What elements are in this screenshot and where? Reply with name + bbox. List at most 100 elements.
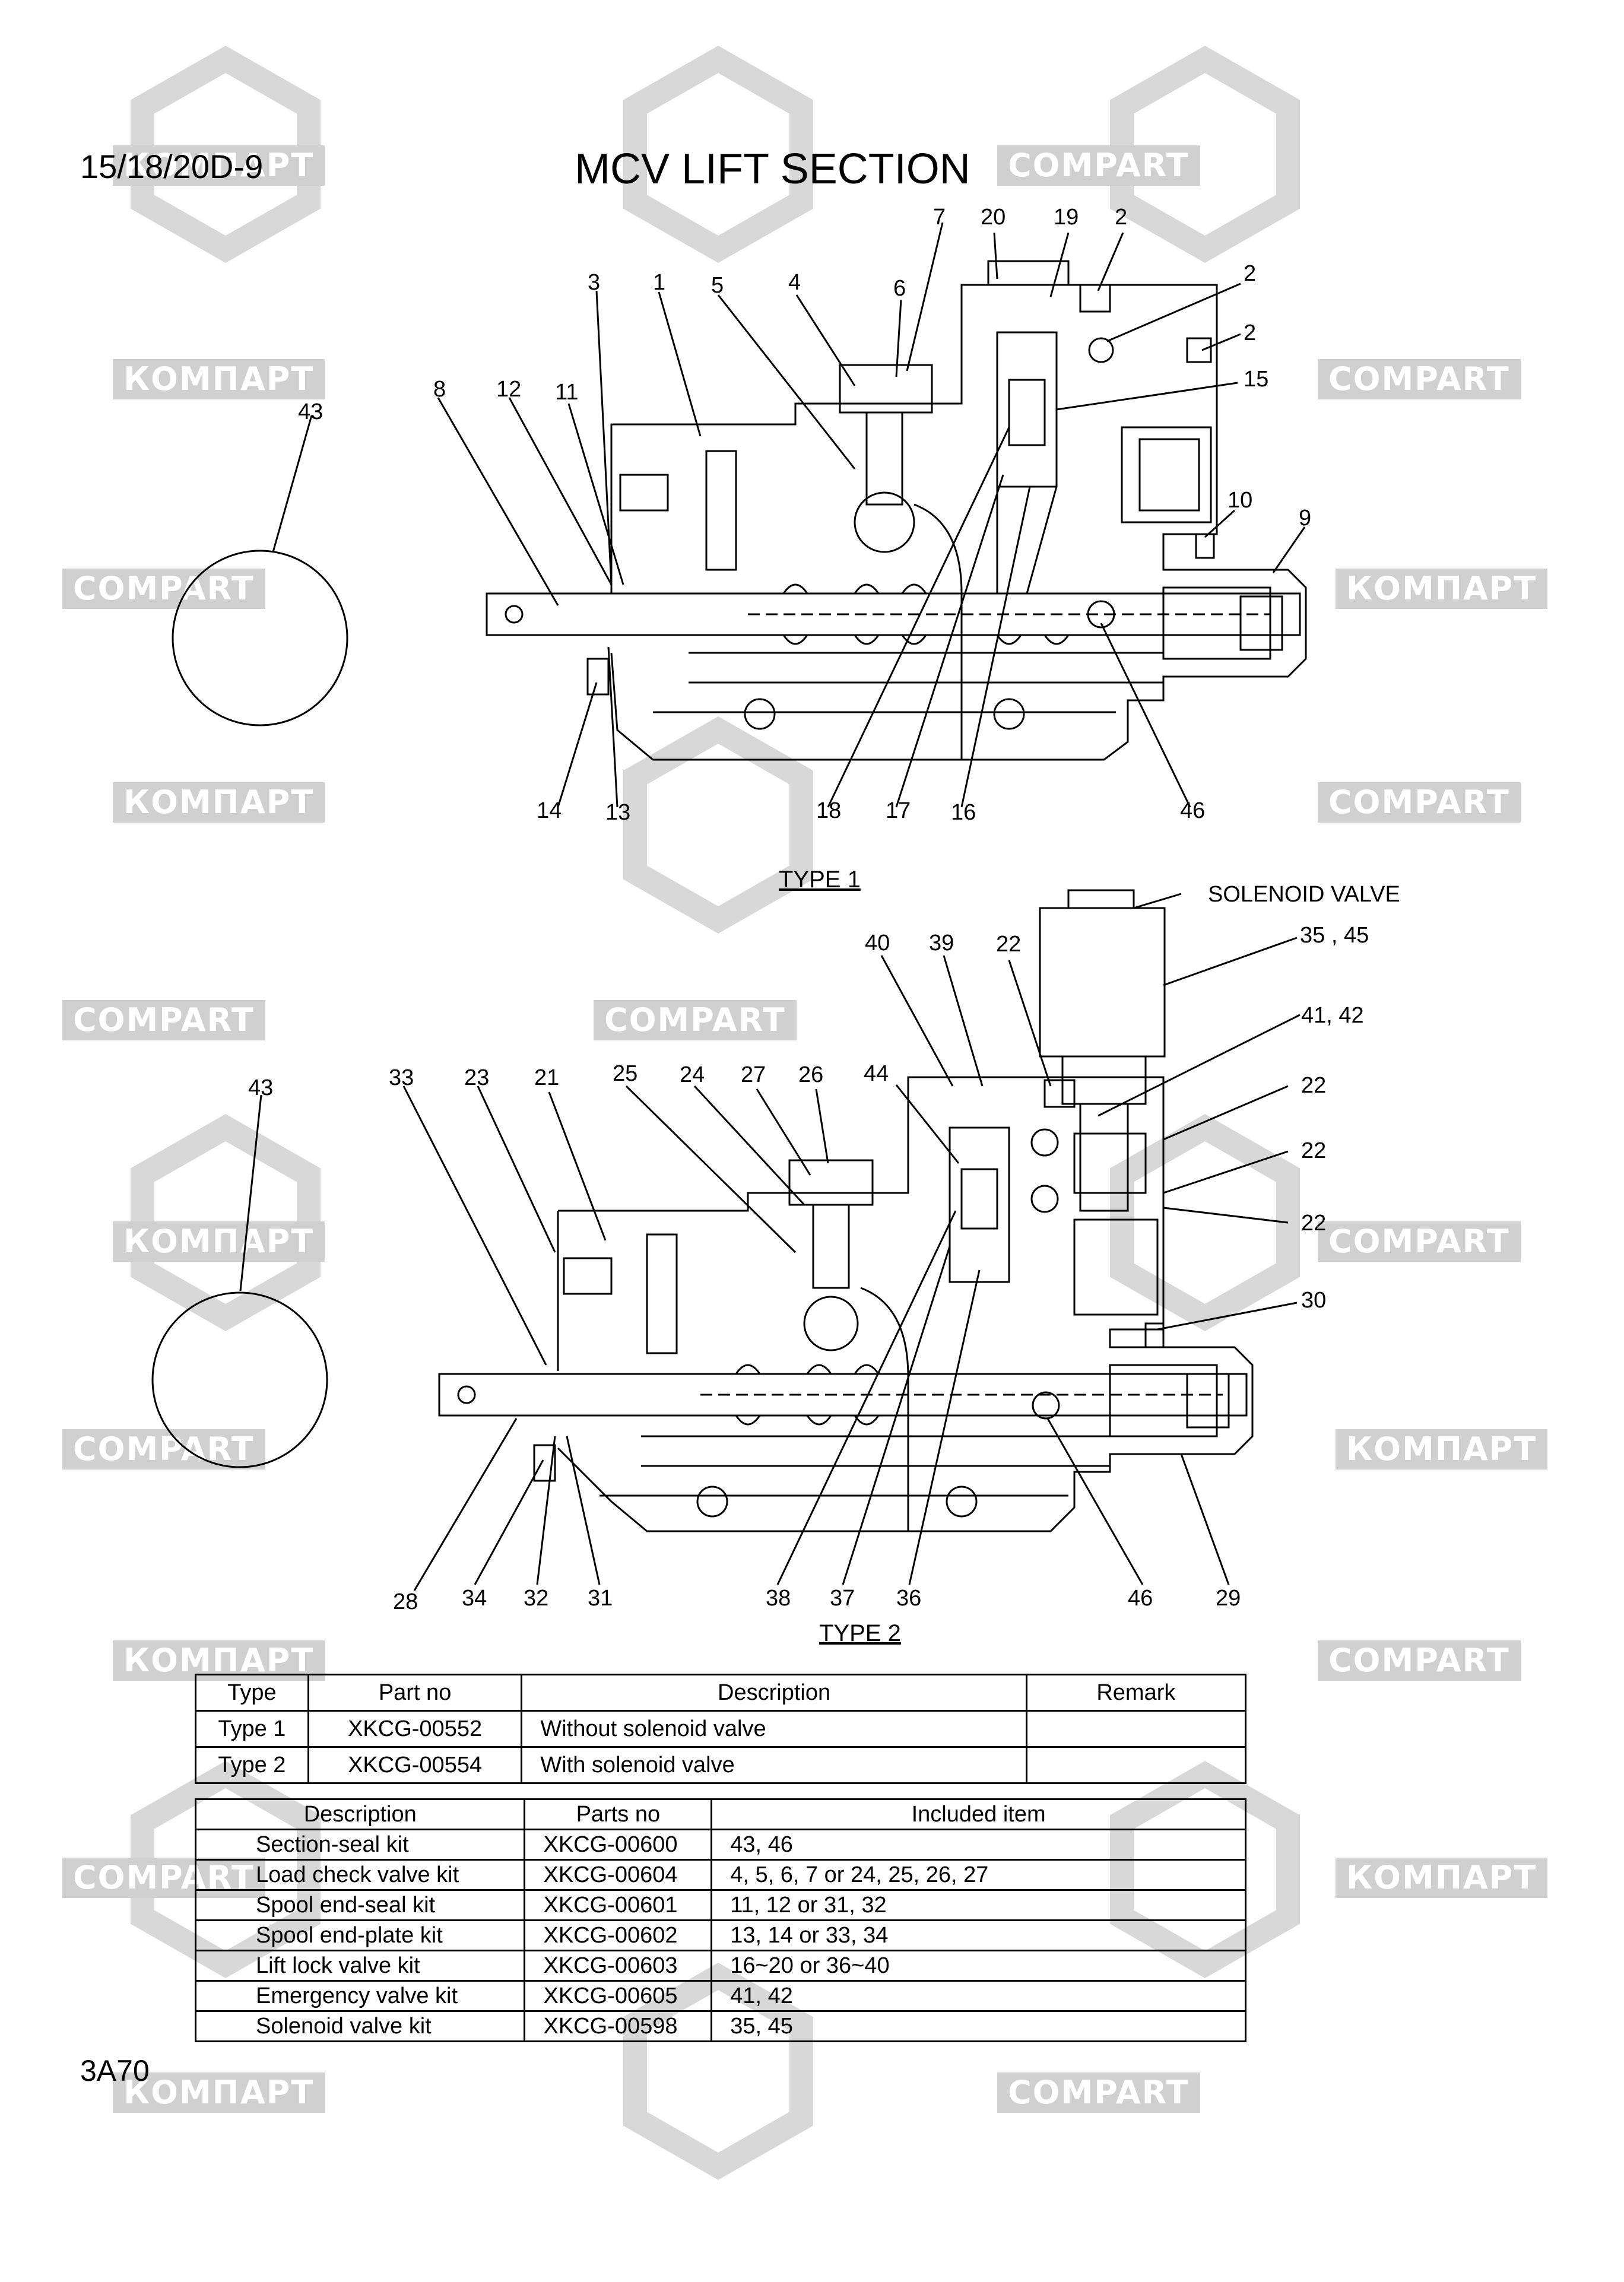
column-header: Description	[521, 1674, 1027, 1712]
table-cell: 43, 46	[710, 1829, 1246, 1861]
model-code: 15/18/20D-9	[80, 148, 264, 185]
callout-25: 25	[613, 1061, 638, 1086]
table-cell: Emergency valve kit	[194, 1980, 526, 2012]
table-row: Type 2 XKCG-00554 With solenoid valve	[195, 1746, 1247, 1784]
table-cell: 4, 5, 6, 7 or 24, 25, 26, 27	[710, 1859, 1246, 1891]
callout-37: 37	[830, 1586, 855, 1611]
solenoid-coil	[1039, 907, 1166, 1058]
table-cell: Without solenoid valve	[521, 1710, 1027, 1748]
callout-43: 43	[298, 399, 323, 424]
column-header: Parts no	[524, 1798, 713, 1830]
callout-29: 29	[1216, 1586, 1241, 1611]
table-row: Emergency valve kit XKCG-00605 41, 42	[194, 1980, 1246, 2012]
watermark-text: КОМПАРТ	[113, 1221, 325, 1262]
table-row: Spool end-plate kit XKCG-00602 13, 14 or…	[194, 1919, 1246, 1951]
table-cell	[1025, 1746, 1247, 1784]
callout-23: 23	[464, 1065, 490, 1090]
callout-27: 27	[741, 1062, 766, 1087]
table-header-row: Type Part no Description Remark	[195, 1674, 1247, 1712]
callout-2: 2	[1115, 205, 1128, 230]
watermark-text: COMPART	[1318, 1221, 1521, 1262]
table-row: Section-seal kit XKCG-00600 43, 46	[194, 1829, 1246, 1861]
table-cell: Section-seal kit	[194, 1829, 526, 1861]
table-cell: XKCG-00601	[524, 1889, 713, 1921]
callout-22: 22	[996, 932, 1022, 957]
callout-46: 46	[1180, 798, 1206, 823]
watermark-text: КОМПАРТ	[113, 359, 325, 399]
type2-label: TYPE 2	[819, 1620, 901, 1646]
kits-table: Description Parts no Included item Secti…	[194, 1798, 1246, 2042]
callout-9: 9	[1299, 506, 1312, 531]
callout-15: 15	[1244, 367, 1269, 392]
types-table: Type Part no Description Remark Type 1 X…	[195, 1674, 1247, 1784]
callout-11: 11	[555, 380, 579, 405]
table-cell: XKCG-00554	[307, 1746, 523, 1784]
callout-2: 2	[1244, 261, 1257, 286]
watermark-text: COMPART	[594, 1000, 797, 1040]
table-header-row: Description Parts no Included item	[194, 1798, 1246, 1830]
callout-40: 40	[865, 931, 890, 956]
callout-4: 4	[788, 270, 801, 295]
callout-5: 5	[711, 273, 724, 298]
page-title: MCV LIFT SECTION	[575, 145, 970, 193]
callout-44: 44	[864, 1061, 889, 1086]
watermark-text: КОМПАРТ	[113, 782, 325, 823]
callout-38: 38	[766, 1586, 791, 1611]
table-cell: XKCG-00604	[524, 1859, 713, 1891]
callout-1: 1	[653, 270, 666, 295]
callout-16: 16	[951, 800, 976, 825]
table-cell: With solenoid valve	[521, 1746, 1027, 1784]
table-cell: 35, 45	[710, 2010, 1246, 2042]
table-cell: Type 2	[195, 1746, 309, 1784]
callout-17: 17	[886, 798, 911, 823]
solenoid-valve-label: SOLENOID VALVE	[1208, 882, 1400, 907]
callout-22: 22	[1301, 1211, 1327, 1236]
callout-3: 3	[588, 270, 601, 295]
table-cell: XKCG-00605	[524, 1980, 713, 2012]
watermark-text: КОМПАРТ	[1336, 1429, 1548, 1470]
callout-21: 21	[534, 1065, 560, 1090]
o-ring-43-type1	[172, 550, 348, 726]
callout-14: 14	[537, 798, 562, 823]
page-code: 3A70	[80, 2054, 150, 2087]
callout-31: 31	[588, 1586, 613, 1611]
table-cell: 41, 42	[710, 1980, 1246, 2012]
callout-24: 24	[680, 1062, 705, 1087]
watermark-text: КОМПАРТ	[1336, 1858, 1548, 1898]
callout-43: 43	[248, 1075, 274, 1100]
table-cell	[1025, 1710, 1247, 1748]
callout-13: 13	[605, 800, 631, 825]
table-cell: Lift lock valve kit	[194, 1950, 526, 1982]
callout-10: 10	[1227, 488, 1253, 513]
callout-36: 36	[896, 1586, 922, 1611]
table-cell: XKCG-00603	[524, 1950, 713, 1982]
callout-12: 12	[496, 377, 522, 402]
callout-6: 6	[893, 276, 906, 301]
callout-2: 2	[1244, 320, 1257, 345]
watermark-text: COMPART	[1318, 782, 1521, 823]
callout-26: 26	[798, 1062, 824, 1087]
type2-drawing	[151, 889, 1301, 1591]
callout-20: 20	[981, 205, 1006, 230]
watermark-text: КОМПАРТ	[113, 145, 325, 186]
watermark-text: КОМПАРТ	[113, 2072, 325, 2113]
callout-7: 7	[933, 205, 946, 230]
watermark-text: COMPART	[62, 1000, 265, 1040]
column-header: Part no	[307, 1674, 523, 1712]
table-row: Solenoid valve kit XKCG-00598 35, 45	[194, 2010, 1246, 2042]
watermark-text: COMPART	[62, 1429, 265, 1470]
table-cell: Spool end-seal kit	[194, 1889, 526, 1921]
table-cell: XKCG-00600	[524, 1829, 713, 1861]
callout-46: 46	[1128, 1586, 1153, 1611]
table-row: Type 1 XKCG-00552 Without solenoid valve	[195, 1710, 1247, 1748]
type1-label: TYPE 1	[779, 867, 861, 893]
callout-34: 34	[462, 1586, 487, 1611]
table-row: Load check valve kit XKCG-00604 4, 5, 6,…	[194, 1859, 1246, 1891]
table-cell: XKCG-00602	[524, 1919, 713, 1951]
callout-35-45: 35 , 45	[1300, 923, 1369, 948]
table-cell: 11, 12 or 31, 32	[710, 1889, 1246, 1921]
watermark-text: COMPART	[1318, 359, 1521, 399]
callout-8: 8	[433, 377, 446, 402]
table-cell: 16~20 or 36~40	[710, 1950, 1246, 1982]
watermark-text: COMPART	[62, 569, 265, 609]
